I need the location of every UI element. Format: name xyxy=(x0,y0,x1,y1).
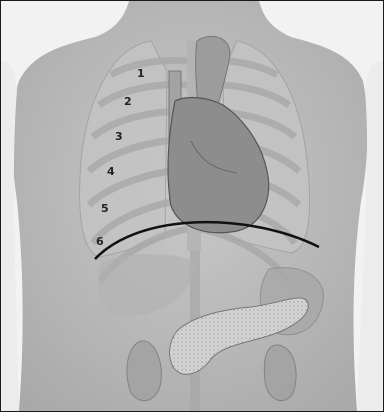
rib-label-1: 1 xyxy=(137,68,145,79)
rib-label-4: 4 xyxy=(107,166,115,177)
rib-label-3: 3 xyxy=(115,131,123,142)
rib-label-5: 5 xyxy=(101,203,109,214)
rib-label-6: 6 xyxy=(96,236,104,247)
rib-label-2: 2 xyxy=(124,96,132,107)
